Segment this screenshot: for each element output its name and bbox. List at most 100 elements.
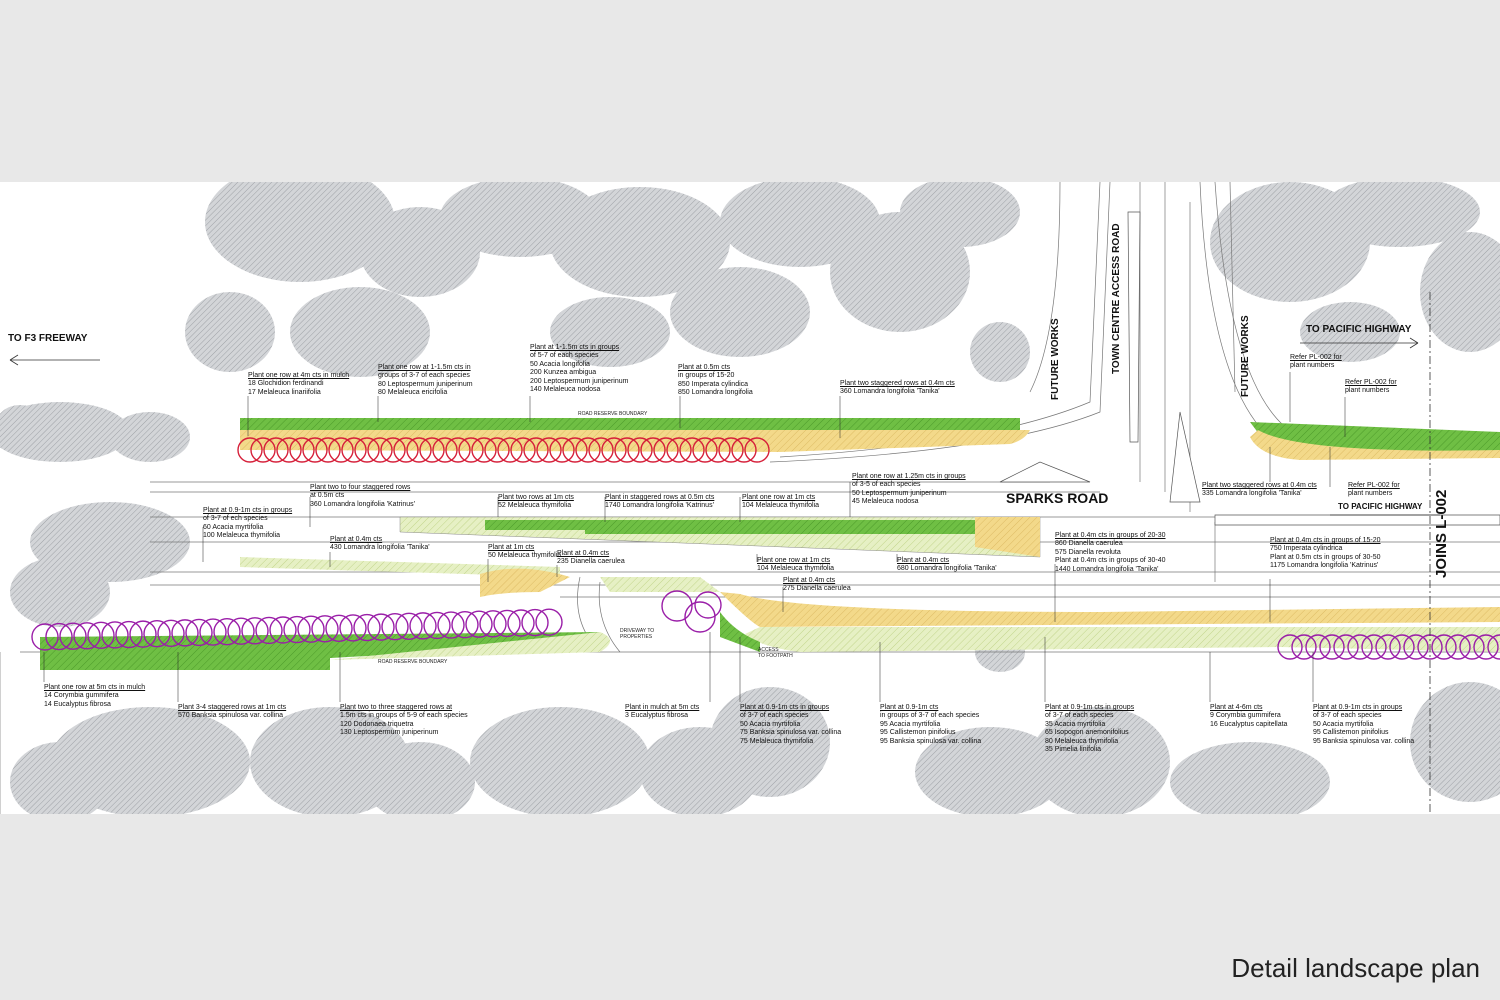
note-line: 14 Eucalyptus fibrosa — [44, 700, 111, 708]
tree-symbol — [549, 437, 575, 463]
road-reserve-boundary-top: ROAD RESERVE BOUNDARY — [578, 411, 648, 417]
note-line: Plant one row at 1-1.5m cts in — [378, 364, 471, 371]
note-line: 50 Acacia myrtifolia — [1313, 720, 1374, 728]
sparks-road-label: SPARKS ROAD — [1006, 490, 1109, 506]
tree-symbol — [171, 619, 199, 647]
tree-symbol — [507, 609, 535, 637]
tree-symbol — [1459, 634, 1485, 660]
landscape-plan: TO F3 FREEWAY TO PACIFIC HIGHWAY TO PACI… — [0, 182, 1500, 814]
tree-symbol — [297, 615, 325, 643]
tree-symbol — [1305, 634, 1331, 660]
tree-symbol — [627, 437, 653, 463]
tree-symbol — [101, 621, 129, 649]
note-line: of 3-7 of each species — [740, 712, 809, 720]
tree-symbol — [1319, 634, 1345, 660]
note-line: 18 Glochidion ferdinandi — [248, 380, 324, 388]
note-line: 200 Kunzea ambigua — [530, 369, 597, 377]
note-line: of 3-7 of ech species — [203, 515, 268, 523]
note-line: plant numbers — [1348, 490, 1393, 498]
note-line: Plant two staggered rows at 0.4m cts — [840, 380, 955, 387]
note-line: of 5-7 of each species — [530, 352, 599, 360]
tree-symbol — [1487, 634, 1500, 660]
tree-symbol — [325, 614, 353, 643]
note-line: 850 Imperata cylindica — [678, 380, 749, 388]
tree-symbol — [315, 437, 341, 463]
tree-row-top — [237, 437, 770, 463]
note-line: 95 Acacia myrtifolia — [880, 720, 941, 728]
tree-symbol — [241, 617, 269, 645]
tree-symbol — [59, 622, 87, 650]
tree-symbol — [458, 437, 484, 463]
tree-symbol — [1403, 634, 1429, 660]
tree-symbol — [471, 437, 497, 463]
note-line: Plant one row at 1m cts — [742, 494, 816, 501]
note-line: in groups of 3-7 of each species — [880, 712, 980, 720]
note-line: Plant at 0.4m cts in groups of 20-30 — [1055, 532, 1166, 539]
note-line: Plant at 1m cts — [488, 544, 535, 551]
tree-symbol — [115, 620, 143, 649]
note-line: 95 Callistemon pinifolius — [880, 729, 956, 737]
note-line: 16 Eucalyptus capitellata — [1210, 720, 1288, 728]
note-line: Plant in staggered rows at 0.5m cts — [605, 494, 715, 501]
tree-symbol — [409, 612, 437, 640]
tree-symbol — [31, 623, 59, 651]
note-line: 140 Melaleuca nodosa — [530, 386, 601, 394]
note-line: 1175 Lomandra longifolia 'Katrinus' — [1270, 562, 1379, 570]
direction-arrows — [9, 337, 1440, 516]
note-line: Plant at 0.9-1m cts in groups — [203, 507, 293, 514]
to-pacific-highway-road-label: TO PACIFIC HIGHWAY — [1338, 502, 1423, 511]
note-line: Plant at 0.9-1m cts in groups — [1045, 704, 1135, 711]
tree-symbol — [601, 437, 627, 463]
leader-lines — [43, 372, 1346, 702]
note-line: Plant at 0.4m cts — [330, 536, 383, 543]
note-line: 52 Melaleuca thymifolia — [498, 502, 572, 510]
note-line: 75 Melaleuca thymifolia — [740, 737, 814, 745]
note-line: plant numbers — [1345, 387, 1390, 395]
note-line: Plant at 0.4m cts in groups of 30-40 — [1055, 557, 1166, 565]
note-line: in groups of 15-20 — [678, 372, 735, 380]
medians — [999, 211, 1500, 526]
note-line: plant numbers — [1290, 362, 1335, 370]
note-line: 120 Dodonaea triquetra — [340, 720, 414, 728]
tree-symbol — [1277, 634, 1303, 660]
note-line: Plant two staggered rows at 0.4m cts — [1202, 482, 1317, 489]
note-line: Plant two to three staggered rows at — [340, 704, 453, 711]
tree-symbol — [381, 613, 409, 641]
tree-symbol — [237, 437, 263, 463]
tree-symbol — [353, 613, 381, 642]
note-line: 1740 Lomandra longifolia 'Katrinus' — [605, 502, 714, 510]
tree-symbol — [653, 437, 679, 463]
tree-symbol — [283, 615, 311, 644]
note-line: 360 Lomandra longifolia 'Katrinus' — [310, 500, 416, 508]
tree-symbol — [451, 610, 479, 639]
note-line: 17 Melaleuca linariifolia — [248, 388, 321, 396]
tree-symbol — [479, 610, 507, 638]
tree-symbol — [339, 614, 367, 642]
note-line: of 3-7 of each species — [1313, 712, 1382, 720]
note-line: 65 Isopogon anemonifolius — [1045, 729, 1129, 737]
to-pacific-highway-label: TO PACIFIC HIGHWAY — [1306, 324, 1412, 335]
note-line: 360 Lomandra longifolia 'Tanika' — [840, 388, 940, 396]
central-median — [399, 516, 1041, 558]
note-line: 50 Melaleuca thymifolia — [488, 552, 562, 560]
note-line: Plant at 1-1.5m cts in groups — [530, 344, 620, 351]
tree-symbol — [1375, 634, 1401, 660]
note-line: 3 Eucalyptus fibrosa — [625, 712, 689, 720]
tree-symbol — [213, 617, 241, 646]
tree-symbol — [445, 437, 471, 463]
tree-symbol — [465, 610, 493, 638]
south-verge — [40, 557, 1500, 670]
tree-symbol — [185, 618, 213, 647]
note-line: 35 Pimelia linifolia — [1045, 746, 1102, 754]
note-line: 80 Leptospermum juniperinum — [378, 380, 473, 388]
